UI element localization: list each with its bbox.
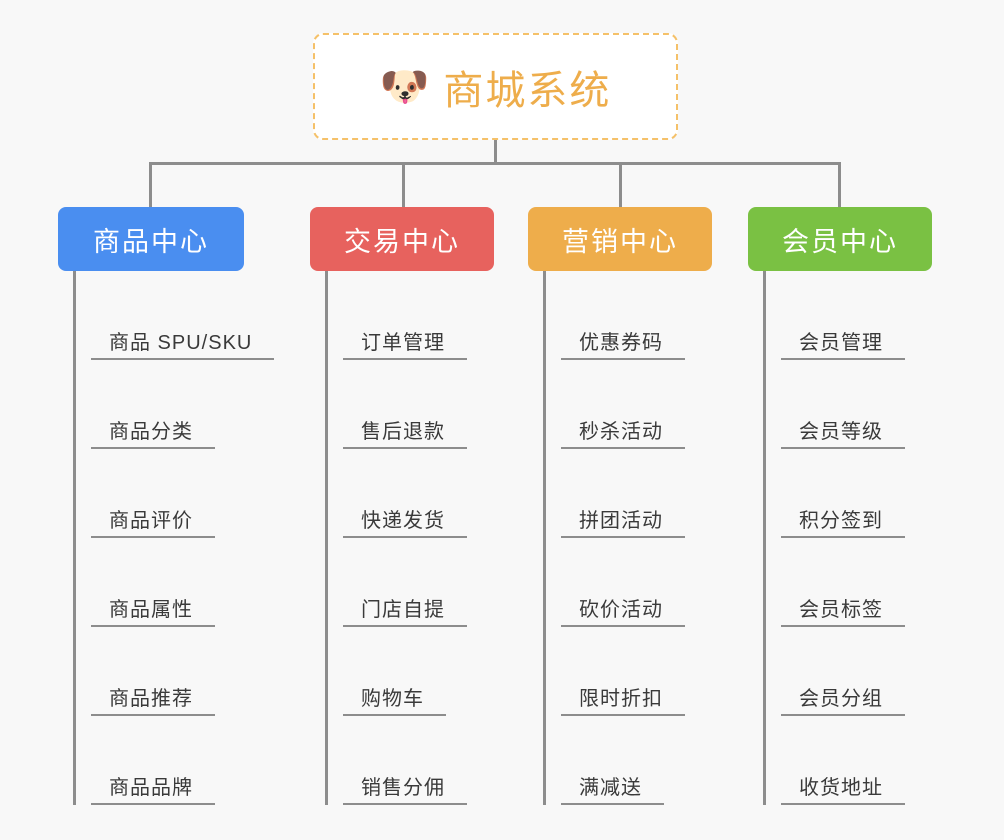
- leaf-label: 快递发货: [343, 510, 467, 538]
- leaf-label: 满减送: [561, 777, 664, 805]
- leaf-label: 门店自提: [343, 599, 467, 627]
- leaf-label: 积分签到: [781, 510, 905, 538]
- category-box-member-center[interactable]: 会员中心: [748, 207, 932, 271]
- list-item[interactable]: 拼团活动: [546, 449, 685, 538]
- category-box-trade-center[interactable]: 交易中心: [310, 207, 494, 271]
- list-item[interactable]: 优惠券码: [546, 271, 685, 360]
- root-node[interactable]: 🐶 商城系统: [313, 33, 678, 140]
- leaf-label: 收货地址: [781, 777, 905, 805]
- connector-drop-4: [838, 162, 841, 208]
- list-item[interactable]: 商品品牌: [76, 716, 274, 805]
- list-item[interactable]: 会员等级: [766, 360, 905, 449]
- leaf-label: 购物车: [343, 688, 446, 716]
- connector-drop-3: [619, 162, 622, 208]
- leaf-label: 秒杀活动: [561, 421, 685, 449]
- list-item[interactable]: 会员管理: [766, 271, 905, 360]
- leaf-label: 会员标签: [781, 599, 905, 627]
- leaf-label: 砍价活动: [561, 599, 685, 627]
- list-item[interactable]: 会员分组: [766, 627, 905, 716]
- leaf-label: 优惠券码: [561, 332, 685, 360]
- list-item[interactable]: 商品分类: [76, 360, 274, 449]
- list-item[interactable]: 商品评价: [76, 449, 274, 538]
- category-box-marketing-center[interactable]: 营销中心: [528, 207, 712, 271]
- list-item[interactable]: 销售分佣: [328, 716, 467, 805]
- list-item[interactable]: 满减送: [546, 716, 685, 805]
- leaf-label: 会员等级: [781, 421, 905, 449]
- connector-root-stem: [494, 140, 497, 164]
- list-item[interactable]: 售后退款: [328, 360, 467, 449]
- list-item[interactable]: 商品推荐: [76, 627, 274, 716]
- leaf-list-trade-center: 订单管理 售后退款 快递发货 门店自提 购物车 销售分佣: [325, 271, 467, 805]
- leaf-label: 拼团活动: [561, 510, 685, 538]
- shiba-dog-face-icon: 🐶: [379, 64, 430, 109]
- leaf-label: 商品 SPU/SKU: [91, 332, 275, 360]
- list-item[interactable]: 门店自提: [328, 538, 467, 627]
- list-item[interactable]: 秒杀活动: [546, 360, 685, 449]
- category-label: 营销中心: [562, 226, 678, 257]
- root-title: 商城系统: [443, 68, 612, 113]
- list-item[interactable]: 砍价活动: [546, 538, 685, 627]
- connector-drop-2: [402, 162, 405, 208]
- leaf-label: 订单管理: [343, 332, 467, 360]
- list-item[interactable]: 商品属性: [76, 538, 274, 627]
- category-label: 交易中心: [344, 226, 460, 257]
- connector-horizontal-bus: [150, 162, 840, 165]
- list-item[interactable]: 购物车: [328, 627, 467, 716]
- leaf-label: 商品属性: [91, 599, 215, 627]
- category-label: 商品中心: [93, 226, 209, 257]
- category-label: 会员中心: [782, 226, 898, 257]
- leaf-label: 售后退款: [343, 421, 467, 449]
- list-item[interactable]: 快递发货: [328, 449, 467, 538]
- category-box-product-center[interactable]: 商品中心: [58, 207, 244, 271]
- leaf-label: 会员管理: [781, 332, 905, 360]
- list-item[interactable]: 限时折扣: [546, 627, 685, 716]
- connector-drop-1: [149, 162, 152, 208]
- leaf-list-member-center: 会员管理 会员等级 积分签到 会员标签 会员分组 收货地址: [763, 271, 905, 805]
- list-item[interactable]: 积分签到: [766, 449, 905, 538]
- leaf-label: 商品评价: [91, 510, 215, 538]
- list-item[interactable]: 订单管理: [328, 271, 467, 360]
- leaf-list-marketing-center: 优惠券码 秒杀活动 拼团活动 砍价活动 限时折扣 满减送: [543, 271, 685, 805]
- leaf-label: 限时折扣: [561, 688, 685, 716]
- list-item[interactable]: 收货地址: [766, 716, 905, 805]
- list-item[interactable]: 商品 SPU/SKU: [76, 271, 275, 360]
- list-item[interactable]: 会员标签: [766, 538, 905, 627]
- leaf-label: 商品推荐: [91, 688, 215, 716]
- leaf-list-product-center: 商品 SPU/SKU 商品分类 商品评价 商品属性 商品推荐 商品品牌: [73, 271, 275, 805]
- leaf-label: 销售分佣: [343, 777, 467, 805]
- leaf-label: 会员分组: [781, 688, 905, 716]
- leaf-label: 商品品牌: [91, 777, 215, 805]
- leaf-label: 商品分类: [91, 421, 215, 449]
